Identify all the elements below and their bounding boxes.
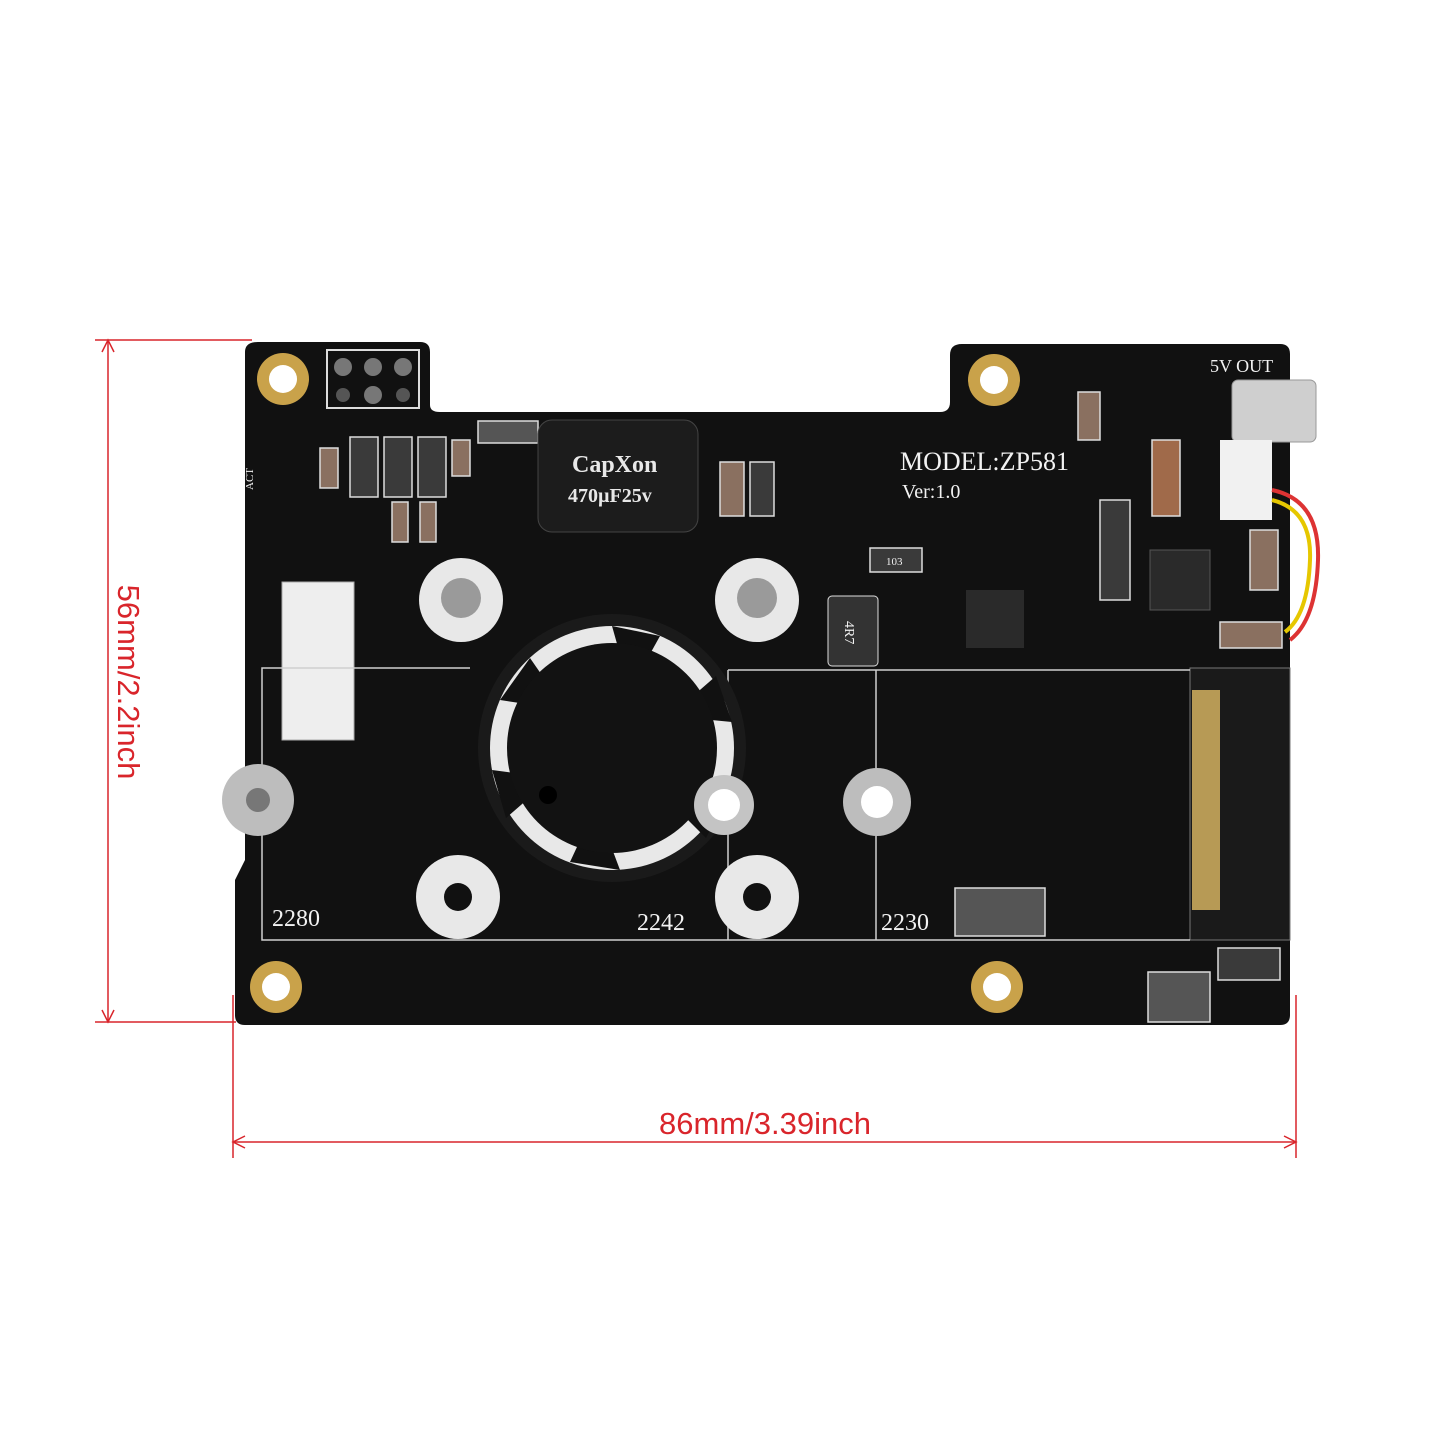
ic-chip [966,590,1024,648]
width-label: 86mm/3.39inch [659,1106,871,1141]
act-label: ACT [244,468,256,490]
resistor-code: 103 [886,556,903,568]
height-label: 56mm/2.2inch [111,585,146,780]
smd-components [319,391,1283,1023]
pin-header [326,349,420,409]
mounting-holes [250,353,1023,1013]
width-dimension [231,995,1298,1158]
pcb-board [235,342,1290,1025]
standoffs [222,558,911,939]
usb-label: 5V OUT [1210,356,1273,376]
fan-cable [1271,488,1321,642]
ffc-connector [281,581,355,741]
model-label: MODEL:ZP581 [900,447,1069,476]
m2-slot [1189,667,1291,941]
usb-c-port [1231,379,1317,443]
slot-label-2242: 2242 [637,910,685,936]
cooling-fan [478,614,754,882]
svg-text:470µF25v: 470µF25v [568,485,652,507]
inductor: 4R7 [827,595,879,667]
electrolytic-capacitor: CapXon 470µF25v [537,419,699,533]
version-label: Ver:1.0 [902,481,960,503]
svg-text:CapXon: CapXon [572,452,657,478]
ic-chip-qfn [1149,549,1211,611]
svg-text:4R7: 4R7 [841,621,856,644]
height-dimension [95,338,252,1024]
slot-label-2230: 2230 [881,910,929,936]
fan-connector [1220,440,1272,520]
slot-label-2280: 2280 [272,906,320,932]
